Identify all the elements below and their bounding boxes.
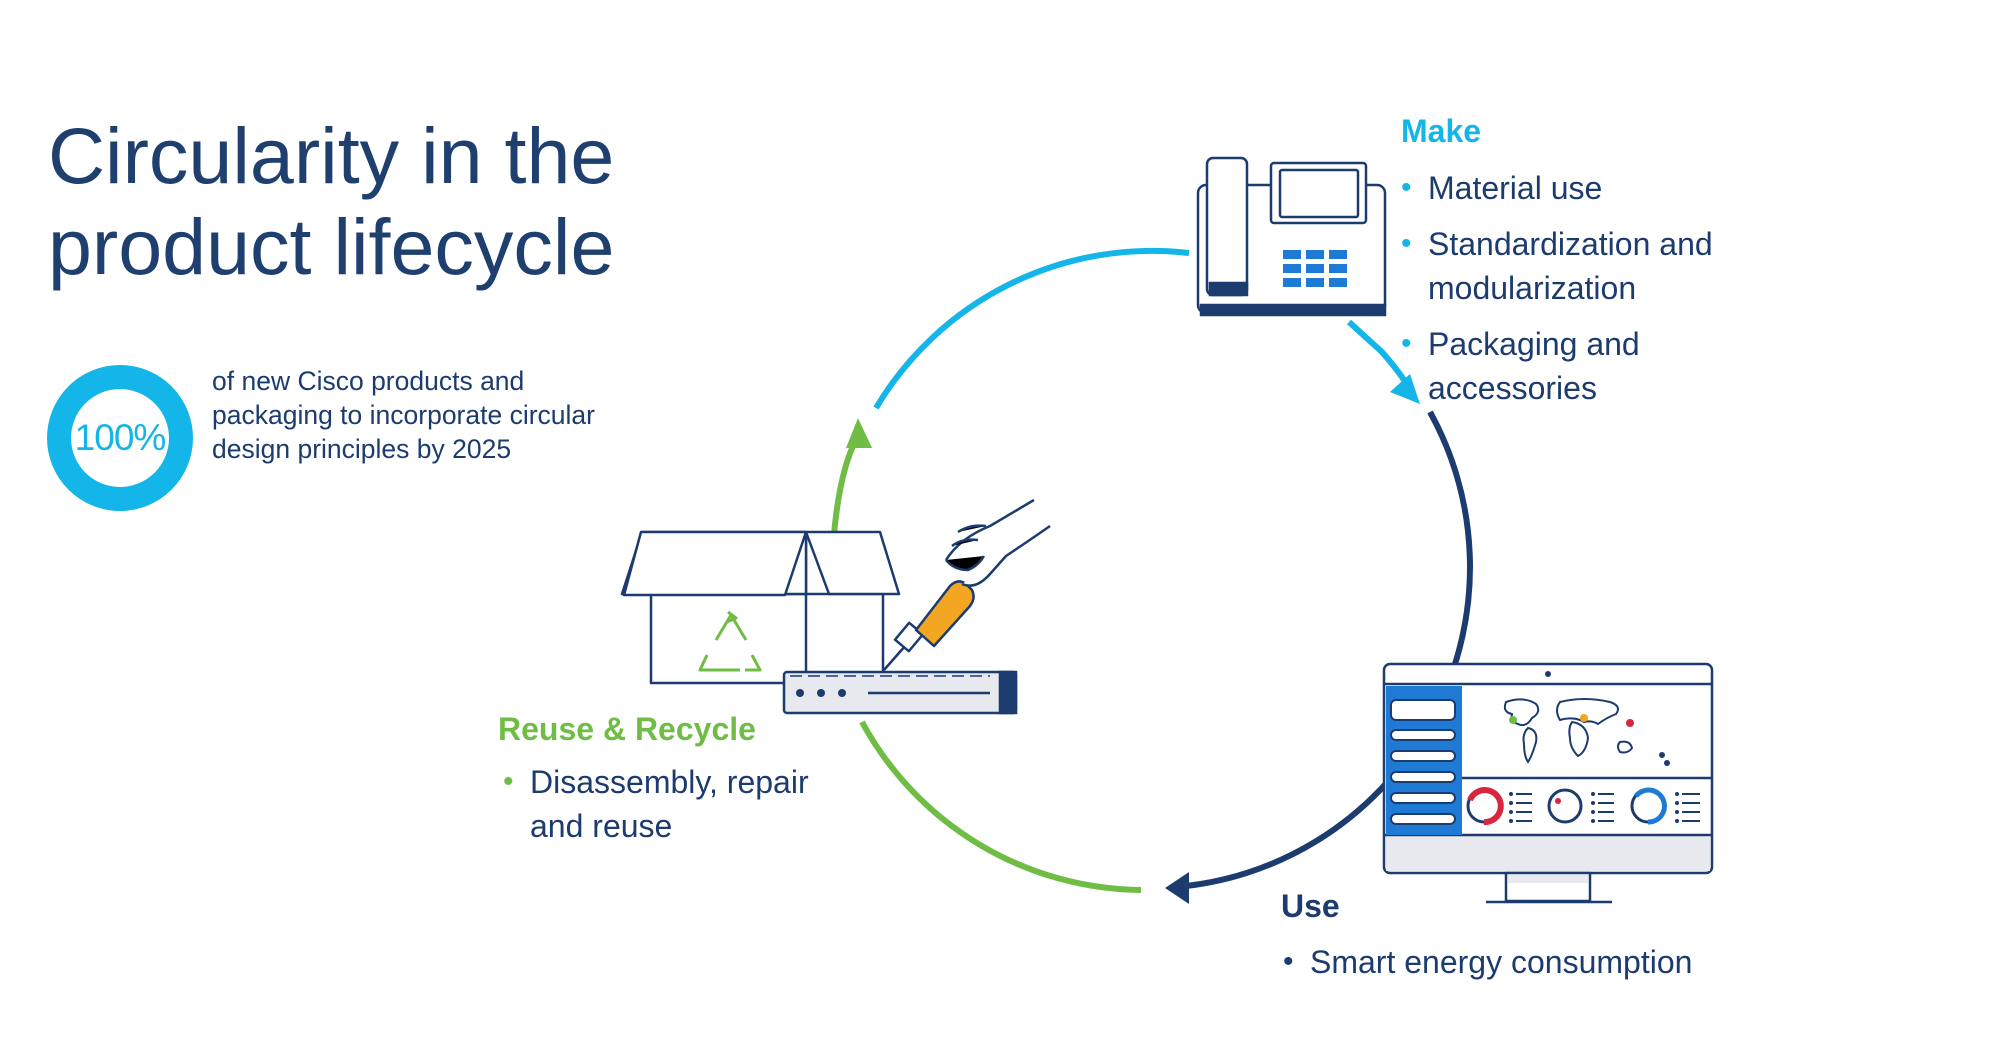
recycle-bullet-list: •Disassembly, repair and reuse: [503, 760, 863, 860]
gauge-blue: [1630, 787, 1667, 825]
screwdriver-hand-icon: [883, 498, 1051, 671]
make-stage-title: Make: [1401, 113, 1482, 149]
use-stage-title: Use: [1281, 888, 1340, 924]
ip-phone-icon: [1196, 156, 1387, 317]
gauge-dial: [1547, 788, 1583, 824]
recycle-arc: [859, 720, 1142, 893]
page-title: Circularity in the product lifecycle: [48, 111, 615, 291]
stat-description: of new Cisco products and packaging to i…: [212, 366, 595, 464]
make-arc-lower: [1346, 319, 1407, 382]
recycle-bullet-item: •Disassembly, repair and reuse: [503, 764, 809, 844]
make-arc: [873, 247, 1190, 410]
gauge-red: [1466, 787, 1504, 825]
make-arrowhead: [1390, 374, 1420, 404]
recycle-arc-upper: [831, 438, 859, 535]
make-bullet-item: •Packaging and accessories: [1401, 326, 1640, 406]
stat-progress-ring: [47, 365, 193, 511]
make-bullet-item: •Material use: [1401, 170, 1603, 206]
make-bullet-item: •Standardization and modularization: [1401, 226, 1713, 306]
recycle-arrowhead: [846, 418, 872, 448]
recycle-arrows-icon: [698, 610, 762, 672]
network-appliance-icon: [782, 670, 1018, 715]
world-map-graphic: [1503, 698, 1634, 764]
make-bullet-list: •Material use •Standardization and modul…: [1401, 166, 1781, 422]
stat-value: 100%: [74, 417, 167, 458]
recycle-stage-title: Reuse & Recycle: [498, 711, 756, 747]
dashboard-monitor-icon: [1382, 662, 1714, 904]
use-bullet-list: •Smart energy consumption: [1283, 940, 1783, 996]
recycle-box-icon: [620, 530, 901, 685]
use-arrowhead: [1165, 872, 1189, 904]
use-bullet-item: •Smart energy consumption: [1283, 944, 1693, 980]
